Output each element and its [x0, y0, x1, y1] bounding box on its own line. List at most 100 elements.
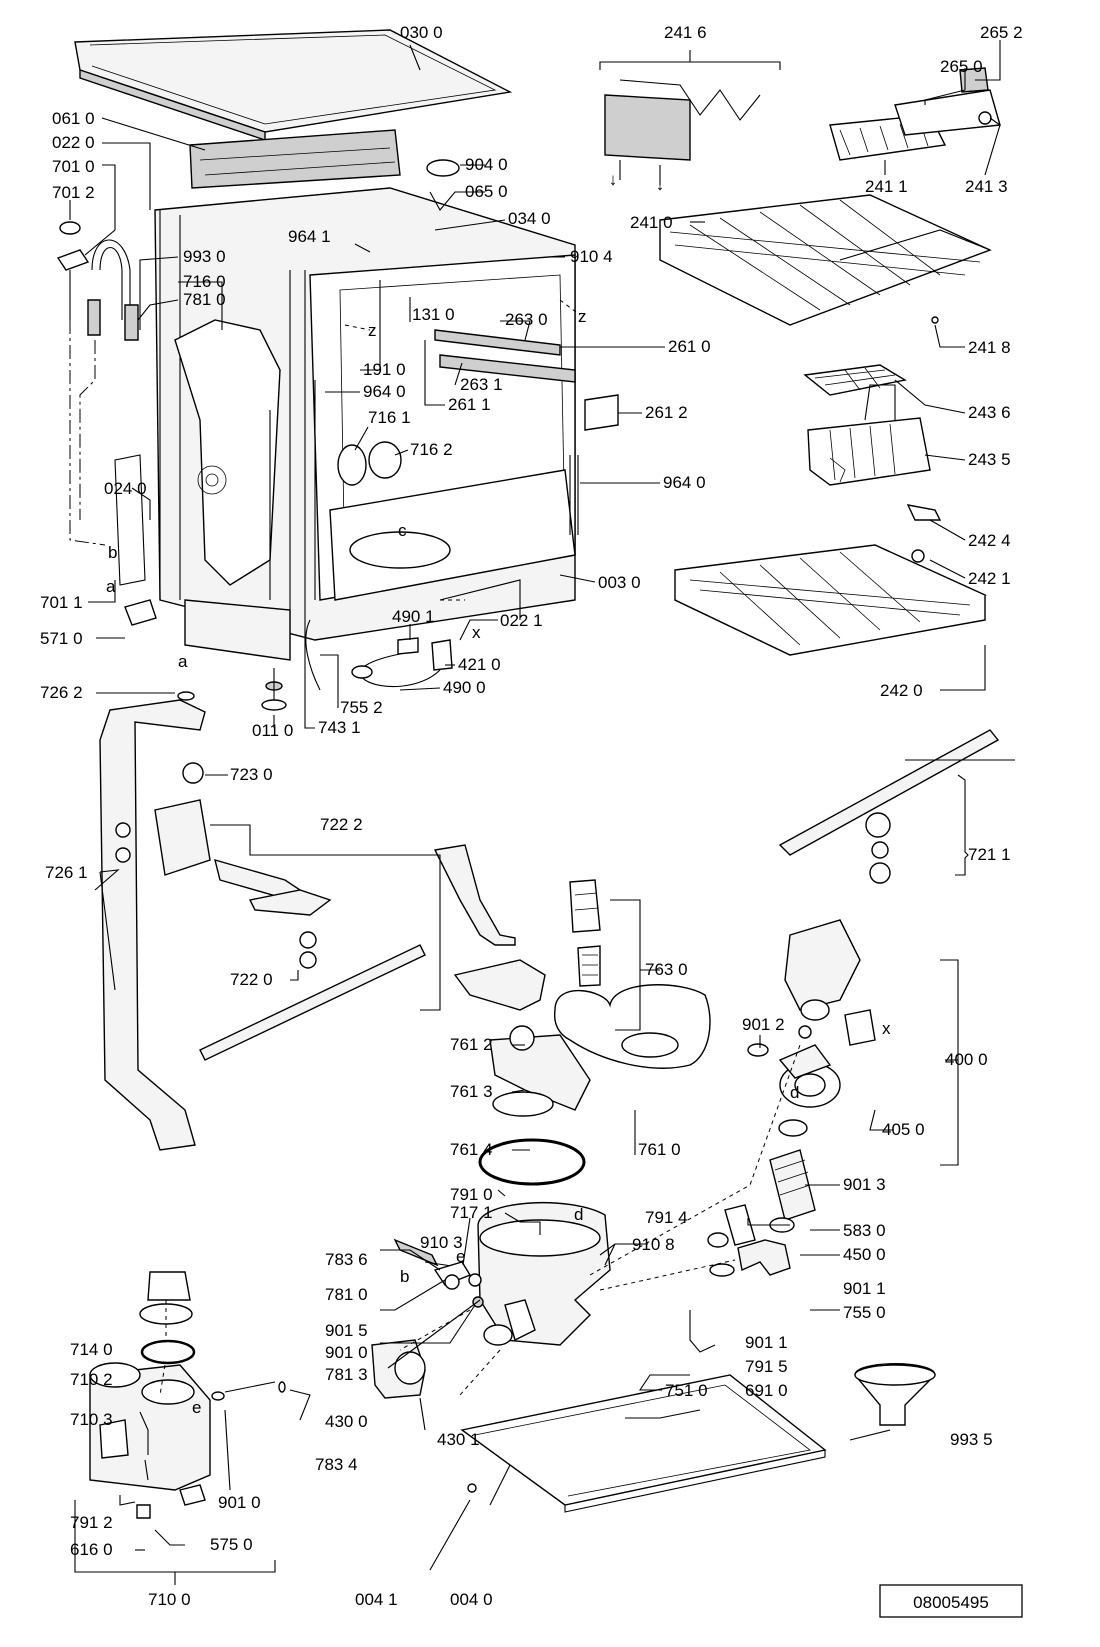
part-label-7103: 710 3	[70, 1410, 113, 1429]
cap-drawing	[426, 159, 460, 177]
part-label-7810: 781 0	[183, 290, 226, 309]
part-label-4301: 430 1	[437, 1430, 480, 1449]
wiring-drawing	[305, 619, 453, 691]
document-code: 08005495	[913, 1593, 989, 1612]
tine-rack-drawing	[604, 79, 761, 185]
part-label-4210: 421 0	[458, 655, 501, 674]
hose-assembly-drawing	[56, 239, 157, 626]
marker-b-2: b	[400, 1267, 409, 1286]
document-code-box: 08005495	[879, 1584, 1023, 1618]
leader-lines	[69, 40, 1015, 1585]
marker-e-2: e	[192, 1398, 201, 1417]
marker-e-1: e	[456, 1247, 465, 1266]
cutlery-basket-drawing	[803, 364, 931, 486]
filter-drawing	[569, 879, 601, 987]
part-label-9930: 993 0	[183, 247, 226, 266]
sump-cover-drawing	[453, 959, 711, 1069]
marker-x-1: x	[472, 623, 481, 642]
part-label-9012: 901 2	[742, 1015, 785, 1034]
part-label-5830: 583 0	[843, 1221, 886, 1240]
marker-z-1: z	[368, 321, 377, 340]
heater-pump-drawing	[747, 919, 876, 1108]
funnel-drawing	[854, 1363, 936, 1426]
part-label-2418: 241 8	[968, 338, 1011, 357]
part-label-0110: 011 0	[252, 721, 293, 740]
part-label-7222: 722 2	[320, 815, 363, 834]
part-label-2610: 261 0	[668, 337, 711, 356]
part-label-2410: 241 0	[630, 213, 673, 232]
part-label-7012: 701 2	[52, 183, 95, 202]
supply-tube-drawing	[99, 691, 206, 1151]
part-label-0300: 030 0	[400, 23, 443, 42]
part-label-2630: 263 0	[505, 310, 548, 329]
part-label-2611: 261 1	[448, 395, 491, 414]
part-label-9108: 910 8	[632, 1235, 675, 1254]
part-label-0221: 022 1	[500, 611, 543, 630]
part-label-7610: 761 0	[638, 1140, 681, 1159]
part-label-9640a: 964 0	[363, 382, 406, 401]
part-label-9010a: 901 0	[325, 1343, 368, 1362]
upper-basket-drawing	[659, 194, 992, 326]
part-label-0610: 061 0	[52, 109, 95, 128]
part-label-1910: 191 0	[363, 360, 406, 379]
part-label-2420: 242 0	[880, 681, 923, 700]
part-label-7140: 714 0	[70, 1340, 113, 1359]
softener-drawing	[89, 1271, 286, 1519]
float-pipe-drawing	[393, 1238, 484, 1308]
lower-spray-arm-drawing	[778, 729, 1000, 884]
part-label-1310: 131 0	[412, 305, 455, 324]
part-label-7912: 791 2	[70, 1513, 113, 1532]
insulation-strip-drawing	[189, 129, 401, 189]
part-label-7011: 701 1	[40, 593, 83, 612]
part-label-0240: 024 0	[104, 479, 147, 498]
part-label-7836: 783 6	[325, 1250, 368, 1269]
part-label-7261: 726 1	[45, 863, 88, 882]
part-label-7431: 743 1	[318, 718, 361, 737]
part-label-7813: 781 3	[325, 1365, 368, 1384]
part-label-7010: 701 0	[52, 157, 95, 176]
foot-drawing	[261, 668, 287, 711]
part-label-7220: 722 0	[230, 970, 273, 989]
cap-701-2-drawing	[59, 221, 81, 235]
part-label-4901: 490 1	[392, 607, 435, 626]
marker-b-1: b	[108, 543, 117, 562]
part-labels: 030 0 061 0 022 0 701 0 701 2 904 0 065 …	[40, 23, 1023, 1609]
worktop-drawing	[74, 29, 513, 141]
marker-c: c	[398, 521, 407, 540]
part-label-7914: 791 4	[645, 1208, 688, 1227]
part-label-5710: 571 0	[40, 629, 83, 648]
drain-pump-drawing	[371, 1339, 426, 1399]
rack-arrow-2: ↓	[656, 175, 665, 194]
part-label-7102: 710 2	[70, 1370, 113, 1389]
part-label-2435: 243 5	[968, 450, 1011, 469]
part-label-7810b: 781 0	[325, 1285, 368, 1304]
pump-housing-drawing	[478, 1025, 591, 1217]
lower-basket-drawing	[674, 544, 987, 656]
part-label-7915: 791 5	[745, 1357, 788, 1376]
part-label-9011a: 901 1	[843, 1279, 886, 1298]
part-label-4050: 405 0	[882, 1120, 925, 1139]
part-label-2421: 242 1	[968, 569, 1011, 588]
part-label-7162: 716 2	[410, 440, 453, 459]
cup-shelf-drawing	[829, 67, 1001, 161]
part-label-9011b: 901 1	[745, 1333, 788, 1352]
base-plate-drawing	[460, 1374, 827, 1513]
part-label-2650: 265 0	[940, 57, 983, 76]
sump-drawing	[477, 1202, 611, 1346]
part-label-0030: 003 0	[598, 573, 641, 592]
part-label-7612: 761 2	[450, 1035, 493, 1054]
part-label-0040: 004 0	[450, 1590, 493, 1609]
part-label-4900: 490 0	[443, 678, 486, 697]
part-label-2652: 265 2	[980, 23, 1023, 42]
marker-a-2: a	[178, 652, 188, 671]
spray-arm-support-drawing	[154, 799, 426, 1061]
tub-frame-drawing	[154, 187, 619, 661]
part-label-9935: 993 5	[950, 1430, 993, 1449]
part-label-0340: 034 0	[508, 209, 551, 228]
reference-markers: z z c x x b a a d d e e b	[106, 307, 891, 1417]
part-label-2413: 241 3	[965, 177, 1008, 196]
part-label-2631: 263 1	[460, 375, 503, 394]
part-label-9103: 910 3	[420, 1233, 463, 1252]
part-label-7161: 716 1	[368, 408, 411, 427]
part-label-7100: 710 0	[148, 1590, 191, 1609]
